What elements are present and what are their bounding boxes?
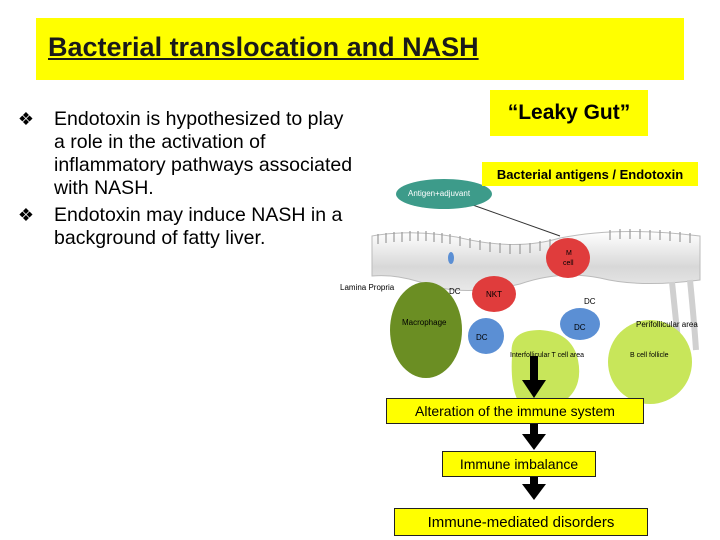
title-banner [36,18,684,80]
bullet-item: ❖ Endotoxin is hypothesized to play a ro… [14,108,354,200]
dc-label: DC [449,287,461,296]
dc-cell [560,308,600,340]
b-follicle-blob [608,320,692,404]
m-cell-label-top: M [566,250,572,257]
antigen-arrow [469,203,561,237]
macrophage-cell [390,282,462,378]
bullet-text: Endotoxin is hypothesized to play a role… [54,108,353,199]
antigen-adjuvant-label: Antigen+adjuvant [408,189,471,198]
disorders-box: Immune-mediated disorders [394,508,648,536]
diamond-bullet-icon: ❖ [17,205,35,225]
macrophage-label: Macrophage [402,318,447,327]
dc-cell [448,252,454,264]
interfollicular-label: Interfollicular T cell area [510,352,585,359]
m-cell-label-bottom: cell [563,260,574,267]
antigen-adjuvant-cell [396,179,492,209]
m-cell [546,238,590,278]
perifollicular-label: Perifollicular area [636,320,698,329]
nkt-cell [472,276,516,312]
lamina-propria-label: Lamina Propria [340,283,395,292]
imbalance-box: Immune imbalance [442,451,596,477]
bullet-list: ❖ Endotoxin is hypothesized to play a ro… [14,108,354,254]
b-follicle-label: B cell follicle [630,352,669,359]
leaky-gut-label: “Leaky Gut” [490,90,648,136]
nkt-label: NKT [486,290,502,299]
dc-label: DC [476,333,488,342]
alteration-box: Alteration of the immune system [386,398,644,424]
interfollicular-area-blob [511,330,580,404]
bacterial-antigens-label: Bacterial antigens / Endotoxin [482,162,698,186]
dc-label: DC [574,323,586,332]
bullet-text: Endotoxin may induce NASH in a backgroun… [54,204,343,249]
slide-title: Bacterial translocation and NASH [48,32,479,62]
bullet-item: ❖ Endotoxin may induce NASH in a backgro… [14,204,354,250]
dc-cell [468,318,504,354]
dc-label: DC [584,297,596,306]
flow-arrows [522,356,546,500]
diamond-bullet-icon: ❖ [17,109,35,129]
